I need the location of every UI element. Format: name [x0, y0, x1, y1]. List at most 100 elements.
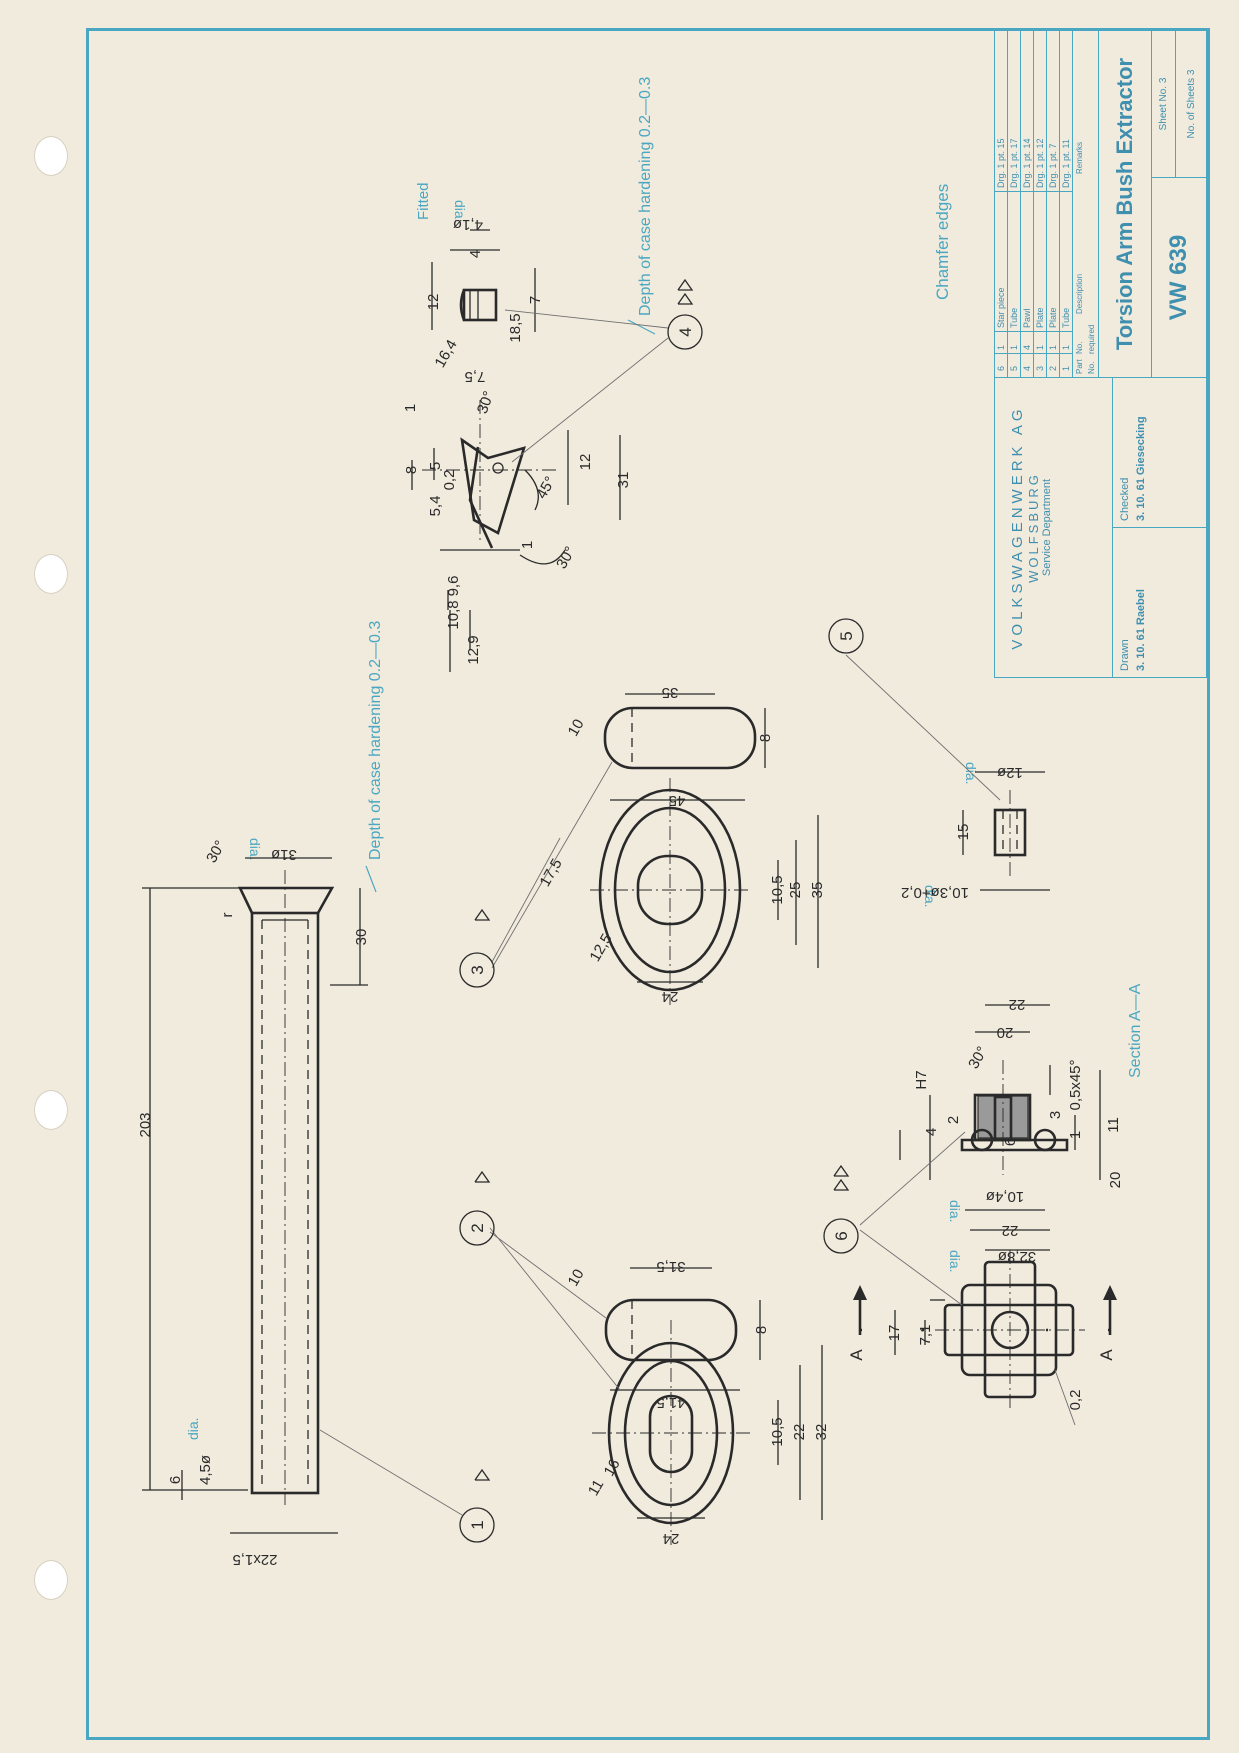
dim-p3-3: 8	[757, 734, 774, 742]
dim-p4-15: 45°	[533, 474, 559, 502]
part1-tube	[142, 857, 463, 1534]
dim-p6-5: 4	[923, 1128, 940, 1136]
punch-hole-4	[34, 1560, 68, 1600]
dim-p1-1: 30	[353, 929, 370, 946]
dim-p4-14: 31	[615, 472, 632, 489]
dim-p2-4: 16	[601, 1456, 624, 1479]
note-chamfer: Chamfer edges	[933, 184, 952, 300]
dim-p6-2: 30°	[965, 1044, 991, 1072]
note-dia-1top: dia.	[247, 838, 263, 861]
dim-p4-4: 4	[467, 250, 484, 258]
balloon-2-label: 2	[468, 1223, 487, 1232]
balloon-6: 6	[823, 1164, 859, 1254]
dim-p3-6: 10,5	[769, 875, 786, 904]
dim-p6-11: 20	[1107, 1172, 1124, 1189]
dim-p6-13: 22	[1002, 1222, 1019, 1239]
dim-p5-0: 12ø	[997, 764, 1023, 781]
note-dia-6a: dia.	[947, 1200, 963, 1223]
dim-p4-13: 12	[577, 454, 594, 471]
dim-p6-17: 0,2	[1067, 1390, 1084, 1411]
dim-p2-1: 41,5	[656, 1394, 685, 1411]
dim-p6-1: 20	[997, 1024, 1014, 1041]
dim-p6-16: 7,1	[917, 1325, 934, 1346]
dim-p3-2: 10	[565, 716, 588, 739]
dim-p3-8: 35	[809, 882, 826, 899]
dim-p4-2: 18,5	[507, 313, 524, 342]
dim-p6-9: 1	[1067, 1131, 1084, 1139]
dim-p6-10: 11	[1105, 1117, 1122, 1133]
dim-p2-7: 22	[791, 1424, 808, 1441]
punch-hole-3	[34, 1090, 68, 1130]
balloon-4-label: 4	[676, 327, 695, 336]
dim-p4-18: 9,6	[445, 576, 462, 597]
dim-p3-4: 17,5	[536, 856, 565, 890]
dim-p1-3: 4,5ø	[197, 1455, 214, 1485]
dim-p4-11: 0,2	[441, 470, 458, 491]
dim-p2-2: 10	[565, 1266, 588, 1289]
dim-p4-20: 12,9	[465, 635, 482, 664]
dim-p3-1: 45	[669, 792, 686, 809]
balloon-5: 5	[828, 618, 864, 654]
balloon-3-label: 3	[468, 965, 487, 974]
part4-pawl	[411, 229, 669, 672]
part2-plate	[489, 1227, 823, 1545]
dim-p4-19: 10,8	[445, 600, 462, 629]
note-dia-4: dia.	[452, 200, 468, 223]
punch-hole-2	[34, 554, 68, 594]
balloon-1: 1	[459, 1468, 495, 1543]
dim-p4-3: 7	[527, 296, 544, 304]
dim-p5-2: 10,3ø+0,2	[901, 884, 969, 901]
dim-p2-6: 10,5	[769, 1417, 786, 1446]
punch-hole-1	[34, 136, 68, 176]
note-dia-6b: dia.	[947, 1250, 963, 1273]
balloon-3: 3	[459, 908, 495, 988]
dim-p1-0: 203	[137, 1112, 154, 1137]
balloon-5-label: 5	[837, 631, 856, 640]
sheet-border	[86, 28, 1210, 1740]
dim-p4-16: 1	[519, 541, 536, 549]
dim-p3-9: 24	[662, 988, 679, 1005]
dim-p6-3: 0,5x45°	[1067, 1059, 1084, 1110]
dim-p4-1: 16,4	[431, 337, 460, 371]
balloon-1-label: 1	[468, 1520, 487, 1529]
note-dia-5b: dia.	[922, 885, 938, 908]
dim-p6-15: 17	[886, 1325, 903, 1342]
section-mark-a-left: A	[847, 1349, 866, 1361]
dim-p2-8: 32	[813, 1424, 830, 1441]
dim-p4-5: 4,1ø	[453, 216, 483, 233]
dim-p6-14: 32,8ø	[998, 1248, 1036, 1265]
dim-p1-7: r	[219, 913, 236, 918]
note-hardening-4: Depth of case hardening 0.2—0.3	[637, 77, 654, 316]
dim-p4-7: 30°	[474, 389, 498, 416]
dim-p6-4: H7	[913, 1070, 930, 1089]
note-dia-1bot: dia.	[185, 1417, 201, 1440]
dim-p4-17: 30°	[553, 544, 579, 572]
dim-p3-7: 25	[787, 882, 804, 899]
dim-p2-9: 24	[663, 1530, 680, 1547]
dim-p4-8: 1	[402, 404, 419, 412]
part6-star	[853, 1004, 1117, 1426]
dim-p4-12: 5,4	[427, 496, 444, 517]
dim-p4-9: 8	[403, 466, 420, 474]
dim-p6-0: 22	[1009, 996, 1026, 1013]
dim-p6-7: 3	[1047, 1111, 1064, 1119]
dim-p1-5: 31ø	[271, 846, 297, 863]
dim-p6-8: 6	[1002, 1138, 1019, 1146]
dim-p5-1: 15	[955, 824, 972, 841]
balloon-2: 2	[459, 1170, 495, 1246]
dim-p2-3: 8	[753, 1326, 770, 1334]
part3-plate	[491, 693, 819, 1005]
section-mark-a-right: A	[1097, 1349, 1116, 1361]
note-section: Section A—A	[1127, 983, 1144, 1078]
dim-p1-2: 6	[167, 1476, 184, 1484]
dim-p6-6: 2	[945, 1116, 962, 1124]
balloon-6-label: 6	[832, 1231, 851, 1240]
dim-p1-4: 22x1,5	[232, 1551, 277, 1568]
note-hardening-1: Depth of case hardening 0.2—0.3	[367, 621, 384, 860]
dim-p1-6: 30°	[203, 838, 229, 866]
balloon-4: 4	[667, 278, 703, 350]
dim-p3-0: 35	[662, 684, 679, 701]
dim-p2-5: 11	[585, 1477, 608, 1499]
